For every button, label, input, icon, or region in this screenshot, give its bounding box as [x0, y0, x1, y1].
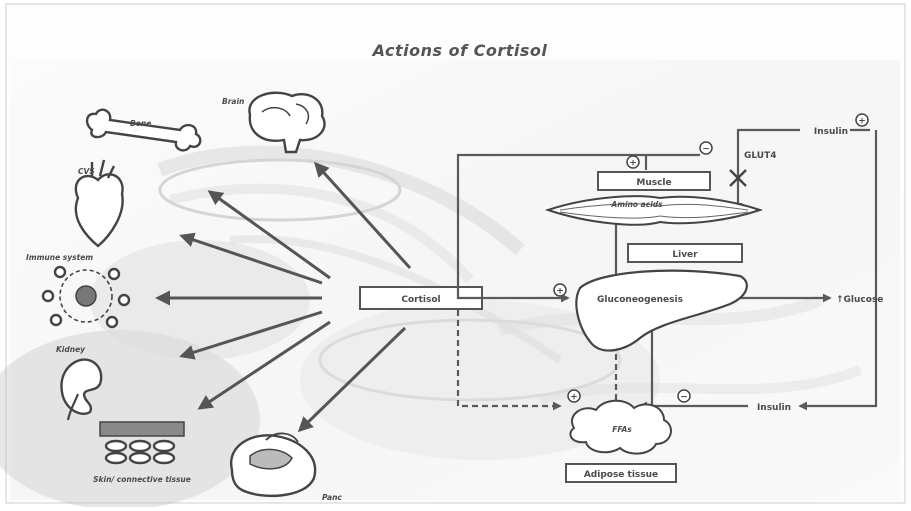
bone-icon — [85, 108, 202, 152]
arrow-to-cvs — [179, 232, 323, 285]
label-ffas: FFAs — [612, 425, 632, 434]
label-amino-acids: Amino acids — [610, 200, 663, 209]
label-glucose: ↑Glucose — [836, 295, 883, 305]
minus-sign-adipose: − — [677, 389, 691, 403]
arrow-to-brain — [313, 161, 412, 270]
svg-text:+: + — [556, 287, 564, 297]
glut4-block-icon — [729, 169, 747, 187]
svg-text:−: − — [702, 145, 710, 155]
label-immune-system: Immune system — [26, 253, 93, 262]
muscle-node: Muscle — [597, 171, 711, 191]
svg-text:+: + — [858, 117, 866, 127]
label-adipose-tissue: Adipose tissue — [584, 470, 658, 480]
adipose-node: Adipose tissue — [565, 463, 677, 483]
label-muscle: Muscle — [636, 178, 671, 188]
pancreas-icon — [229, 432, 317, 498]
label-gluconeogenesis: Gluconeogenesis — [597, 295, 683, 305]
heart-icon — [74, 159, 124, 248]
label-kidney: Kidney — [56, 345, 86, 354]
target-arrows — [155, 161, 412, 433]
label-cvs: CVS — [78, 167, 95, 176]
svg-text:+: + — [570, 393, 578, 403]
amino-acids-node: Amino acids — [544, 195, 764, 226]
arrow-to-bone — [207, 190, 331, 280]
regulation-signs: + − + + + − — [553, 113, 869, 403]
arrow-to-skin — [197, 320, 331, 410]
label-bone: Bone — [130, 119, 151, 128]
label-pancreas: Panc — [322, 493, 342, 502]
svg-text:+: + — [629, 159, 637, 169]
arrow-to-pancreas — [297, 326, 407, 433]
plus-sign-gluconeogenesis: + — [553, 283, 567, 297]
liver-node: Liver — [627, 243, 743, 263]
label-brain: Brain — [222, 97, 244, 106]
plus-sign-insulin: + — [855, 113, 869, 127]
liver-icon — [575, 269, 748, 352]
label-liver: Liver — [672, 250, 698, 260]
skin-tissue-icon — [99, 421, 185, 465]
label-insulin-bottom: Insulin — [757, 403, 791, 413]
plus-sign-muscle: + — [626, 155, 640, 169]
label-insulin-top: Insulin — [814, 127, 848, 137]
plus-sign-ffas: + — [567, 389, 581, 403]
svg-text:−: − — [680, 393, 688, 403]
brain-icon — [248, 91, 326, 154]
minus-sign-glut4: − — [699, 141, 713, 155]
diagram-title: Actions of Cortisol — [371, 41, 548, 60]
arrow-to-kidney — [179, 310, 323, 360]
label-skin: Skin/ connective tissue — [93, 475, 191, 484]
cortisol-label: Cortisol — [401, 295, 440, 305]
kidney-icon — [60, 358, 103, 421]
ffas-node: FFAs — [569, 399, 672, 455]
cortisol-node: Cortisol — [359, 286, 483, 310]
label-glut4: GLUT4 — [744, 151, 777, 161]
immune-system-icon — [41, 265, 131, 329]
